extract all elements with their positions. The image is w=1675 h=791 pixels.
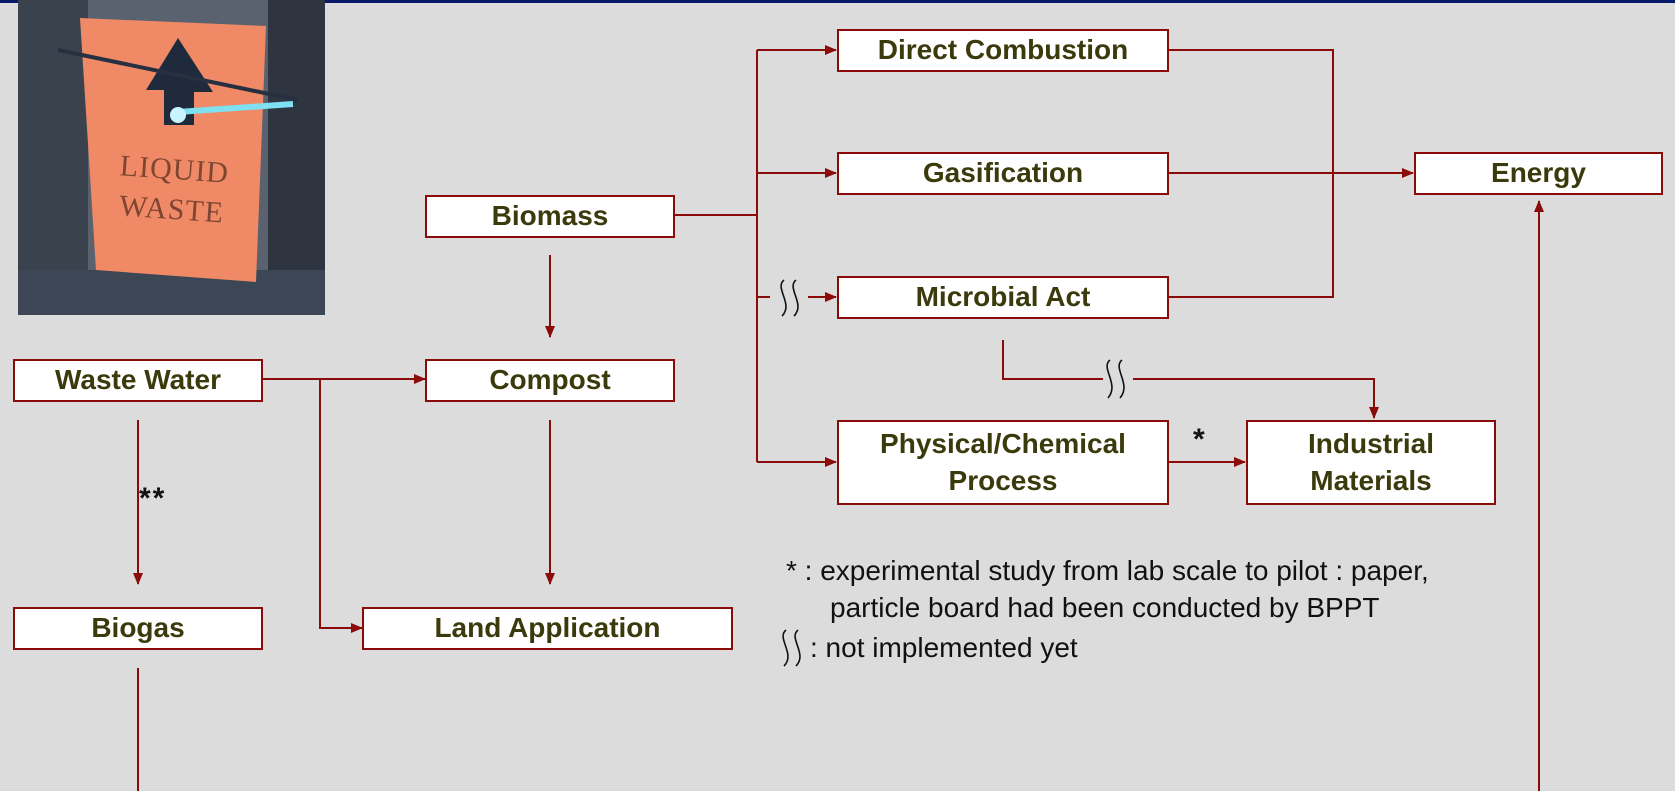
industrial-materials-box: Industrial Materials <box>1246 420 1496 505</box>
liquid-waste-photo: LIQUID WASTE <box>18 0 325 315</box>
physical-chemical-process-box: Physical/Chemical Process <box>837 420 1169 505</box>
compost-box: Compost <box>425 359 675 402</box>
arrow-to-industrial-materials <box>1133 378 1379 419</box>
legend-note-line2: particle board had been conducted by BPP… <box>830 592 1380 623</box>
squiggle-icon <box>780 279 787 317</box>
squiggle-marks <box>780 279 1125 667</box>
squiggle-icon <box>792 279 799 317</box>
waste-water-box: Waste Water <box>13 359 263 402</box>
land-application-box: Land Application <box>362 607 733 650</box>
single-star-mark: * <box>1193 423 1205 456</box>
double-star-mark: ** <box>139 482 167 515</box>
squiggle-icon <box>1106 359 1113 399</box>
biomass-box: Biomass <box>425 195 675 238</box>
direct-combustion-box: Direct Combustion <box>837 29 1169 72</box>
energy-box: Energy <box>1414 152 1663 195</box>
microbial-act-box: Microbial Act <box>837 276 1169 319</box>
squiggle-icon <box>1118 359 1125 399</box>
microbial-to-industrial-a <box>1002 340 1103 380</box>
squiggle-icon <box>794 629 801 667</box>
legend-note-line1: * : experimental study from lab scale to… <box>786 555 1429 586</box>
squiggle-icon <box>782 629 789 667</box>
biogas-box: Biogas <box>13 607 263 650</box>
arrow-wastewater-to-land <box>319 379 363 633</box>
gasification-box: Gasification <box>837 152 1169 195</box>
top-bar <box>0 0 1675 3</box>
legend-note-line3: : not implemented yet <box>810 632 1078 663</box>
